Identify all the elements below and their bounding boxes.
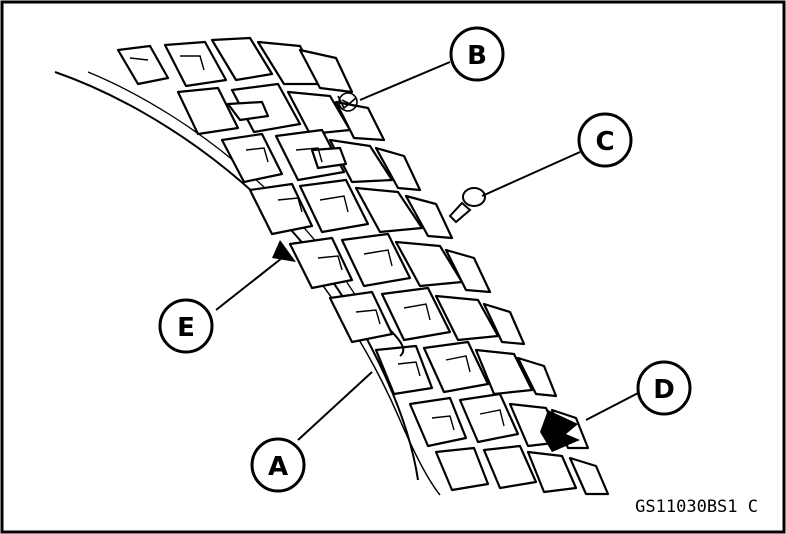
svg-text:D: D [653,375,675,405]
svg-text:C: C [595,127,614,157]
figure-code: GS11030BS1 C [635,497,758,517]
callout-b: B [449,26,505,82]
svg-text:B: B [467,41,487,71]
leader-lines [215,61,641,441]
svg-text:E: E [177,313,195,343]
nail [448,187,486,224]
embedded-stone [337,92,358,112]
tread-pattern [116,36,610,496]
callout-e: E [158,298,214,354]
callout-a: A [250,437,306,493]
svg-text:A: A [268,452,288,482]
tire-damage [540,410,580,452]
callout-d: D [636,360,692,416]
rotation-arrow [272,240,296,262]
callout-c: C [577,112,633,168]
tread-grooves [129,55,505,431]
